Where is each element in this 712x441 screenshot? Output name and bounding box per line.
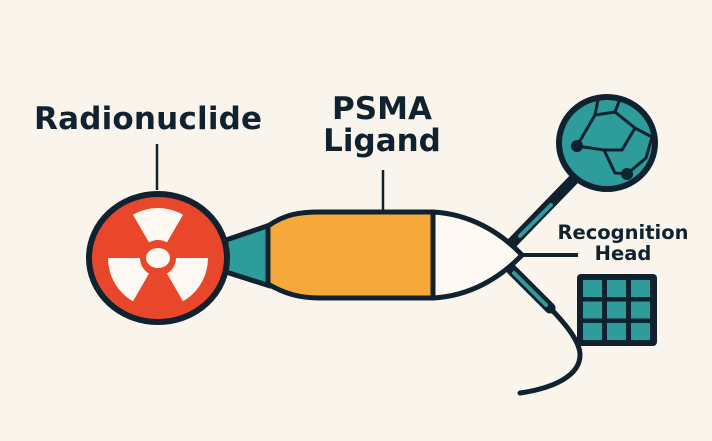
grid-cell — [631, 323, 650, 340]
grid-cell — [631, 301, 650, 319]
grid-cell — [607, 280, 626, 297]
trefoil-center — [146, 248, 170, 268]
recognition-head-label: Recognition Head — [548, 222, 698, 265]
psma-ligand-label-line2: Ligand — [323, 122, 441, 159]
ligand-body — [265, 209, 436, 301]
trefoil-blade — [167, 258, 208, 302]
grid-cell — [631, 280, 650, 297]
grid-cell — [607, 323, 626, 340]
radionuclide-label: Radionuclide — [34, 101, 263, 137]
linker-connector — [223, 222, 273, 289]
psma-ligand-label: PSMA Ligand — [318, 91, 446, 159]
recognition-head-label-line1: Recognition — [557, 221, 689, 244]
trefoil-blade — [108, 258, 149, 302]
tether-curve — [517, 303, 583, 396]
lower-arm — [506, 264, 556, 314]
radiation-trefoil-icon — [108, 208, 208, 302]
grid-cell — [583, 280, 602, 297]
recognition-nose-cone — [430, 209, 525, 301]
grid-receptor-icon — [577, 274, 657, 346]
psma-ligand-label-line1: PSMA — [332, 91, 432, 127]
upper-arm — [506, 172, 581, 249]
grid-cell — [607, 301, 626, 319]
radionuclide-symbol — [86, 191, 230, 325]
recognition-head-label-line2: Head — [594, 242, 652, 266]
molecule-globe-icon — [556, 94, 658, 192]
grid-cell — [583, 301, 602, 319]
grid-cell — [583, 323, 602, 340]
trefoil-blade — [133, 208, 183, 243]
